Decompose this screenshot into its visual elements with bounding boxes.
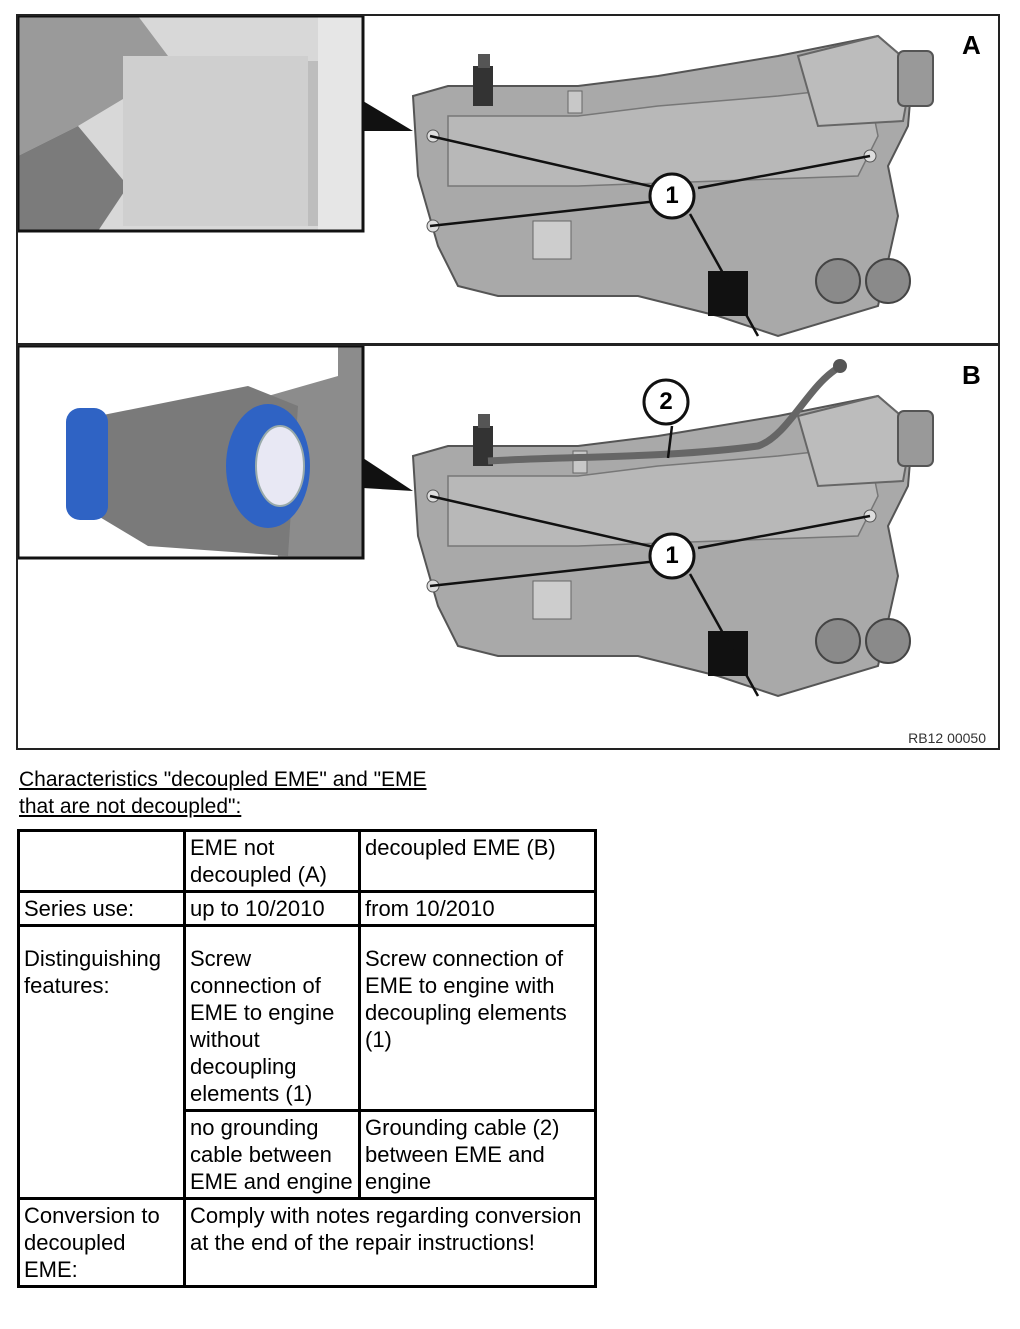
series-a: up to 10/2010 xyxy=(183,890,361,927)
eme-comparison-figure: A 1 xyxy=(16,14,1000,750)
panel-b-leader-lines xyxy=(429,425,871,697)
panel-a-detail-inset xyxy=(18,16,365,233)
callout-1-circle-b xyxy=(648,532,696,580)
features-label: Distinguishing features: xyxy=(17,924,186,1200)
screw-sleeve-plain xyxy=(123,56,308,226)
panel-divider xyxy=(18,343,998,346)
callout-1-label-a: 1 xyxy=(665,182,679,209)
features-b2: Grounding cable (2) between EME and engi… xyxy=(358,1109,597,1200)
features-b1: Screw connection of EME to engine with d… xyxy=(358,924,597,1112)
conversion-value: Comply with notes regarding conversion a… xyxy=(183,1197,597,1288)
table-header-row: EME not decoupled (A) decoupled EME (B) xyxy=(17,829,597,893)
panel-b-label: B xyxy=(962,360,981,390)
conversion-label: Conversion to decoupled EME: xyxy=(17,1197,186,1288)
table-row-features-2: no grounding cable between EME and engin… xyxy=(19,1109,597,1200)
panel-a-leader-lines xyxy=(429,134,871,337)
callout-1-circle-a xyxy=(648,172,696,220)
callout-1-label-b: 1 xyxy=(665,542,679,569)
panel-a-label: A xyxy=(962,30,981,60)
inset-pointer xyxy=(363,101,413,131)
features-a2: no grounding cable between EME and engin… xyxy=(183,1109,361,1200)
eme-characteristics-table: EME not decoupled (A) decoupled EME (B) … xyxy=(17,829,597,1288)
figure-code: RB12 00050 xyxy=(908,730,986,746)
table-caption: Characteristics "decoupled EME" and "EME… xyxy=(19,766,427,820)
series-label: Series use: xyxy=(17,890,186,927)
callout-2-circle xyxy=(642,378,690,426)
decoupling-element-left xyxy=(66,408,108,520)
series-b: from 10/2010 xyxy=(358,890,597,927)
table-row-conversion: Conversion to decoupled EME: Comply with… xyxy=(17,1197,597,1288)
panel-b-detail-inset xyxy=(18,346,365,560)
callout-2-label: 2 xyxy=(659,388,673,415)
features-a1: Screw connection of EME to engine withou… xyxy=(183,924,361,1112)
grounding-cable xyxy=(487,365,840,465)
header-decoupled: decoupled EME (B) xyxy=(358,829,597,893)
table-row-features-1: Distinguishing features: Screw connectio… xyxy=(17,924,597,1200)
panel-a-illustration xyxy=(18,16,934,338)
caption-line-1: Characteristics "decoupled EME" and "EME xyxy=(19,768,427,791)
header-empty-cell xyxy=(17,829,186,893)
header-not-decoupled: EME not decoupled (A) xyxy=(183,829,361,893)
inset-pointer-b xyxy=(363,458,413,491)
panel-b-illustration xyxy=(18,346,934,698)
caption-line-2: that are not decoupled": xyxy=(19,795,242,818)
table-row-series: Series use: up to 10/2010 from 10/2010 xyxy=(17,890,597,927)
